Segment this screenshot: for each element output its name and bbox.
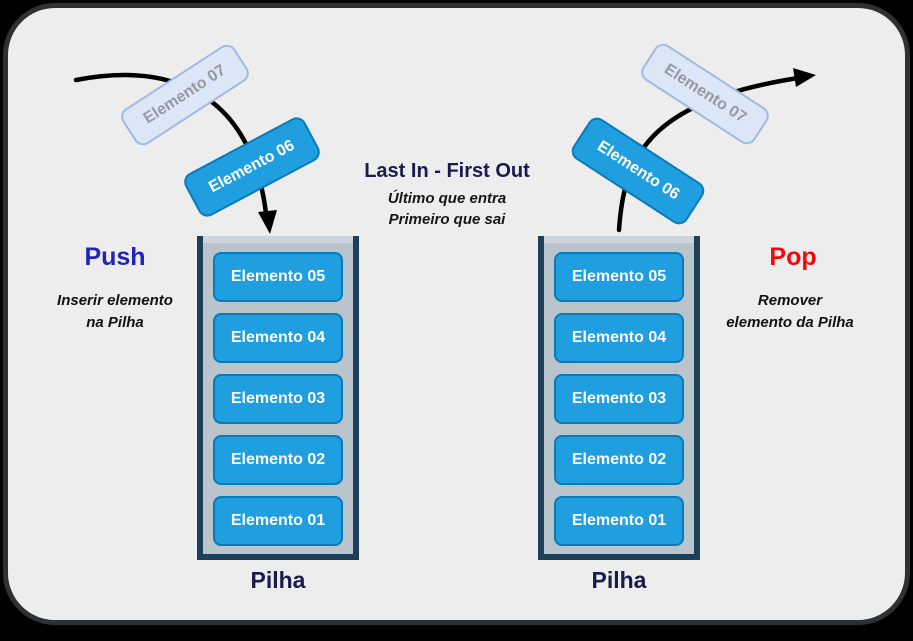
pop-stack-container: Elemento 05 Elemento 04 Elemento 03 Elem… [538, 236, 700, 560]
pop-description-line1: Remover [757, 292, 823, 309]
pop-description: Remover elemento da Pilha [701, 290, 879, 334]
push-incoming-element-07: Elemento 07 [117, 40, 253, 150]
pop-outgoing-element-06: Elemento 06 [567, 113, 709, 229]
push-description-line1: Inserir elemento [57, 292, 173, 309]
lifo-subtitle: Último que entra Primeiro que sai [336, 188, 558, 230]
push-description-line2: na Pilha [86, 314, 144, 331]
push-stack-label: Pilha [250, 567, 306, 593]
stack-element: Elemento 01 [213, 496, 343, 546]
push-stack-container: Elemento 05 Elemento 04 Elemento 03 Elem… [197, 236, 359, 560]
lifo-subtitle-line1: Último que entra [387, 190, 507, 207]
pop-title: Pop [769, 243, 817, 271]
push-description: Inserir elemento na Pilha [26, 290, 204, 334]
push-stack-items: Elemento 05 Elemento 04 Elemento 03 Elem… [203, 252, 353, 546]
stack-element: Elemento 04 [554, 313, 684, 363]
pop-stack-label: Pilha [591, 567, 647, 593]
stack-element: Elemento 04 [213, 313, 343, 363]
stack-element: Elemento 05 [554, 252, 684, 302]
pop-description-line2: elemento da Pilha [726, 314, 854, 331]
stack-element: Elemento 03 [554, 374, 684, 424]
push-title: Push [84, 243, 146, 271]
stack-element: Elemento 02 [213, 435, 343, 485]
lifo-subtitle-line2: Primeiro que sai [388, 211, 506, 228]
push-incoming-element-06: Elemento 06 [180, 113, 324, 221]
pop-stack-items: Elemento 05 Elemento 04 Elemento 03 Elem… [544, 252, 694, 546]
lifo-title: Last In - First Out [364, 160, 530, 182]
stack-element: Elemento 03 [213, 374, 343, 424]
diagram-panel: Elemento 07 Elemento 06 Elemento 07 Elem… [3, 3, 910, 625]
pop-outgoing-element-07: Elemento 07 [637, 39, 773, 149]
stack-element: Elemento 02 [554, 435, 684, 485]
stack-element: Elemento 05 [213, 252, 343, 302]
stack-element: Elemento 01 [554, 496, 684, 546]
